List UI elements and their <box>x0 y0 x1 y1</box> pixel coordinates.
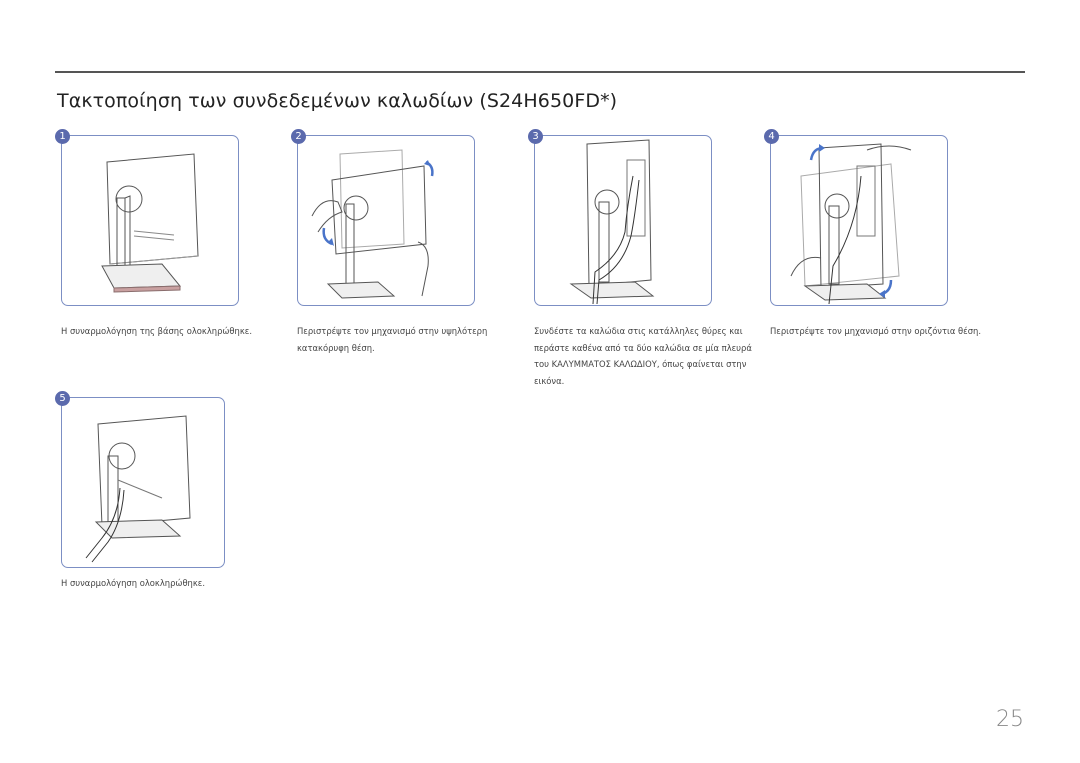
step-badge: 2 <box>291 129 306 144</box>
step-caption: Περιστρέψτε τον μηχανισμό στην υψηλότερη… <box>297 326 488 353</box>
step-badge: 4 <box>764 129 779 144</box>
section-title: Τακτοποίηση των συνδεδεμένων καλωδίων (S… <box>57 90 618 112</box>
step-caption: Η συναρμολόγηση της βάσης ολοκληρώθηκε. <box>61 326 252 336</box>
step-2: 2 Περιστρέψτε τον μηχανισμό στην υψηλότε… <box>291 129 487 353</box>
step-illustration <box>61 397 225 568</box>
rotate-horizontal-illustration <box>790 143 912 305</box>
step-illustration <box>770 135 948 306</box>
step-caption: Συνδέστε τα καλώδια στις κατάλληλες θύρε… <box>534 326 752 386</box>
connect-cables-illustration <box>569 139 655 305</box>
header-rule <box>55 71 1025 73</box>
monitor-rear-illustration <box>101 153 199 293</box>
step-caption: Η συναρμολόγηση ολοκληρώθηκε. <box>61 578 205 588</box>
assembled-monitor-illustration <box>85 415 191 563</box>
step-illustration <box>534 135 712 306</box>
step-1: 1 Η συναρμολόγηση της βάσης ολοκληρώθηκε… <box>55 129 252 336</box>
page-number: 25 <box>996 707 1024 732</box>
step-5: 5 Η συναρμολόγηση ολοκληρώθηκε. <box>55 391 239 588</box>
rotate-vertical-illustration <box>311 149 434 299</box>
step-badge: 3 <box>528 129 543 144</box>
step-caption: Περιστρέψτε τον μηχανισμό στην οριζόντια… <box>770 326 981 336</box>
step-illustration <box>297 135 475 306</box>
step-illustration <box>61 135 239 306</box>
step-badge: 5 <box>55 391 70 406</box>
step-3: 3 Συνδέστε τα καλώδια στις κατάλληλες θύ… <box>528 129 752 386</box>
step-badge: 1 <box>55 129 70 144</box>
step-4: 4 Περιστρέψτε τον μηχανισμό στην οριζόντ… <box>764 129 981 336</box>
